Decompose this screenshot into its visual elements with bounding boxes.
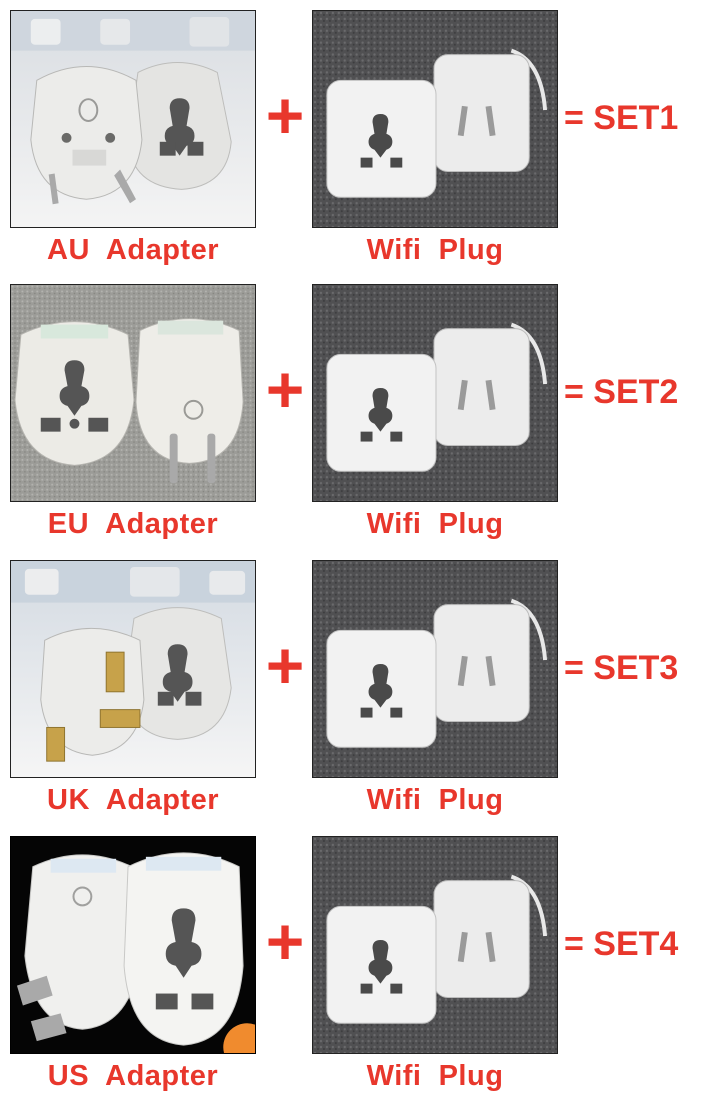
plus-sign: + [265, 904, 305, 978]
wifi-plug-photo [312, 10, 558, 228]
adapter-label: AU Adapter [47, 234, 219, 266]
set-row-2: + = SET2 [0, 274, 710, 551]
wifi-plug-photo [312, 284, 558, 502]
wifi-plug-photo [312, 560, 558, 778]
wifi-plug-label: Wifi Plug [366, 508, 504, 540]
eu-adapter-photo [10, 284, 256, 502]
uk-adapter-photo [10, 560, 256, 778]
wifi-plug-label: Wifi Plug [366, 784, 504, 816]
plus-sign: + [265, 78, 305, 152]
set-label: = SET1 [564, 99, 679, 137]
wifi-plug-label: Wifi Plug [366, 234, 504, 266]
us-adapter-photo [10, 836, 256, 1054]
wifi-plug-label: Wifi Plug [366, 1060, 504, 1092]
adapter-label: UK Adapter [47, 784, 219, 816]
wifi-plug-photo [312, 836, 558, 1054]
set-row-4: + = SET4 [0, 826, 710, 1103]
au-adapter-photo [10, 10, 256, 228]
plus-sign: + [265, 628, 305, 702]
set-label: = SET3 [564, 649, 679, 687]
set-label: = SET4 [564, 925, 679, 963]
adapter-label: EU Adapter [47, 508, 219, 540]
set-row-1: + [0, 0, 710, 277]
plus-sign: + [265, 352, 305, 426]
set-label: = SET2 [564, 373, 679, 411]
set-row-3: + = SET3 [0, 550, 710, 827]
adapter-label: US Adapter [47, 1060, 219, 1092]
